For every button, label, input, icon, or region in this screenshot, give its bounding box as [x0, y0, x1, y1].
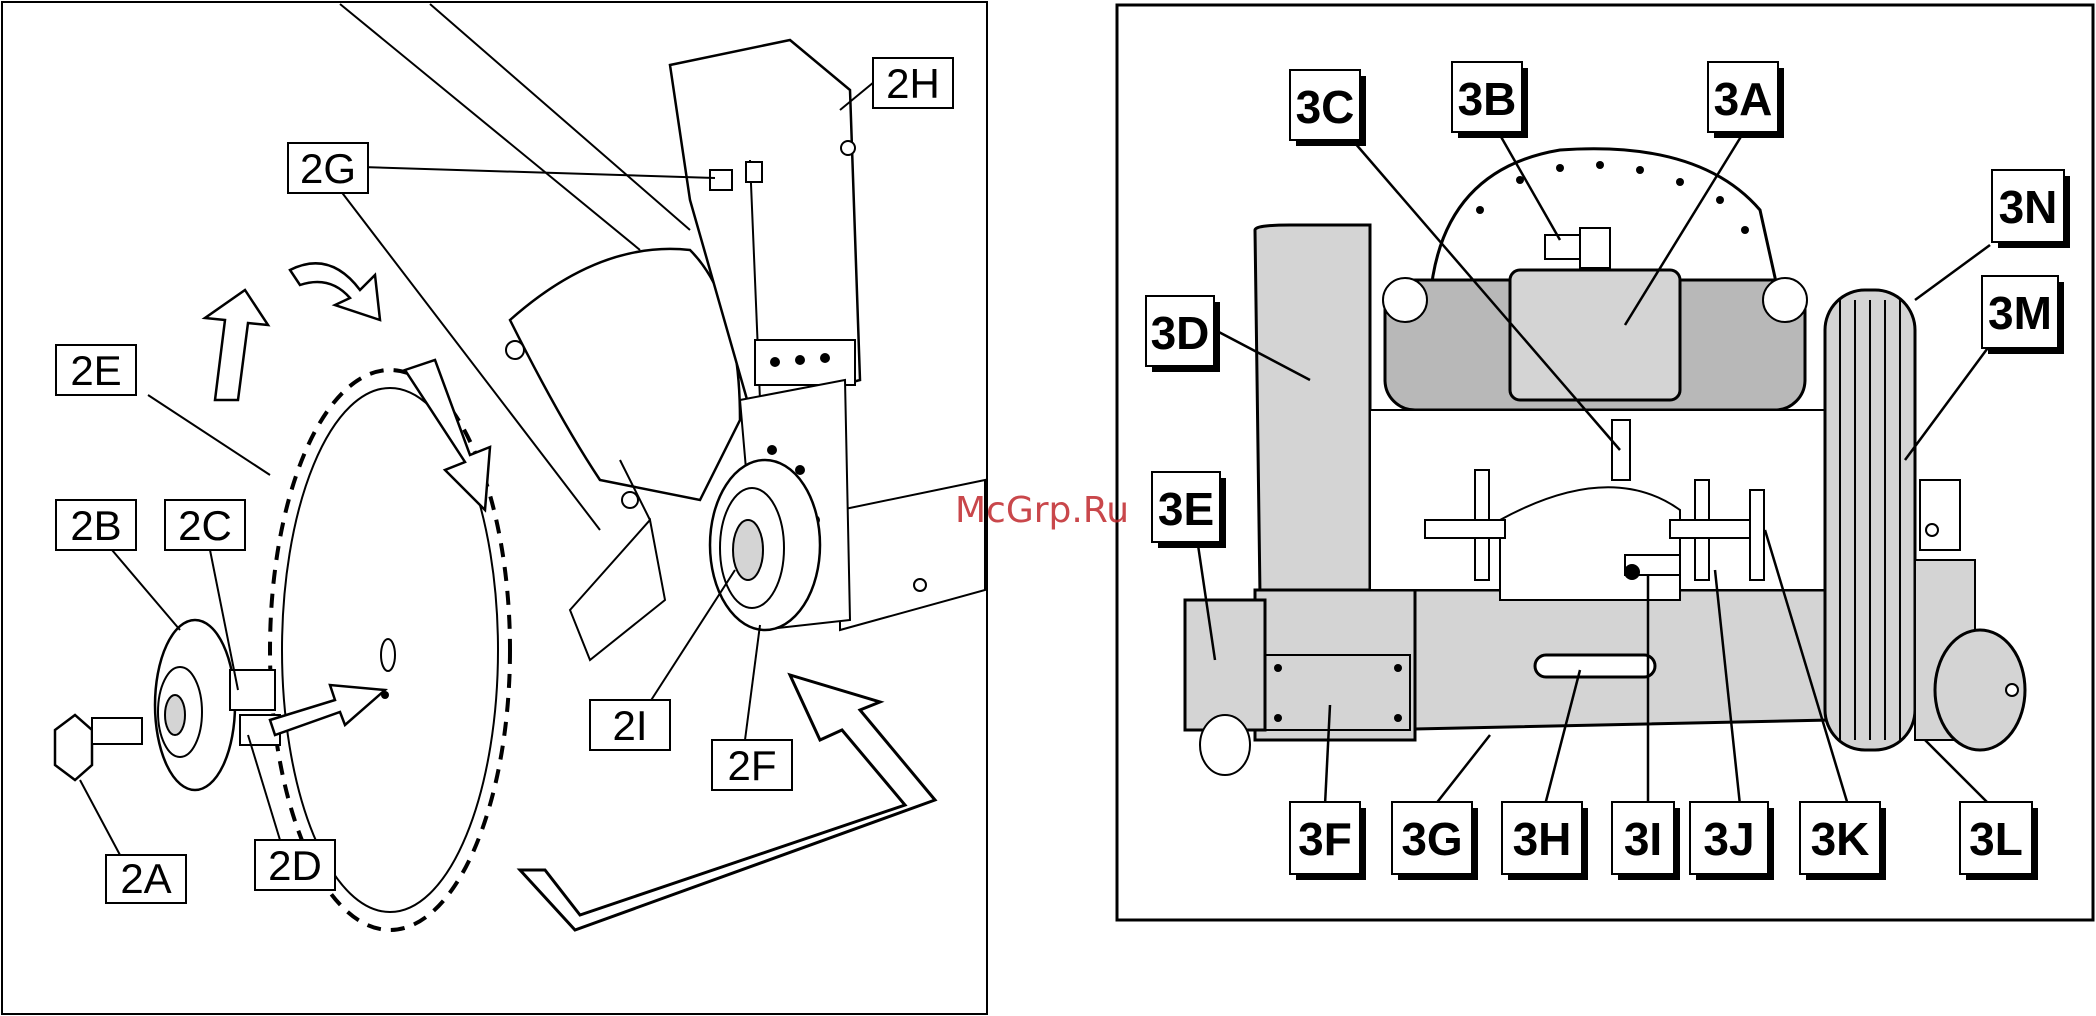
label-2D: 2D	[255, 840, 335, 890]
svg-text:3N: 3N	[1999, 181, 2058, 233]
label-2H: 2H	[873, 58, 953, 108]
label-2A: 2A	[106, 855, 186, 903]
mount-direction-arrow	[520, 675, 935, 930]
svg-text:3A: 3A	[1714, 73, 1773, 125]
svg-text:3F: 3F	[1298, 813, 1352, 865]
belt-pulley	[1825, 290, 1915, 750]
label-2B: 2B	[56, 500, 136, 550]
svg-text:2H: 2H	[886, 60, 940, 107]
svg-text:3J: 3J	[1703, 813, 1754, 865]
side-plate	[1265, 655, 1410, 730]
svg-text:2I: 2I	[612, 702, 647, 749]
spacer	[230, 670, 275, 710]
label-2G: 2G	[288, 143, 368, 193]
label-3E: 3E	[1152, 472, 1226, 548]
svg-text:3H: 3H	[1513, 813, 1572, 865]
blade-guard	[510, 249, 740, 500]
svg-text:2D: 2D	[268, 842, 322, 889]
label-2C: 2C	[165, 500, 245, 550]
svg-text:2E: 2E	[70, 347, 121, 394]
label-3J: 3J	[1690, 802, 1774, 880]
arbor-bolt	[55, 715, 142, 780]
watermark-text: McGrp.Ru	[955, 490, 1129, 531]
svg-text:3B: 3B	[1458, 73, 1517, 125]
front-box	[1185, 600, 1265, 730]
svg-text:3L: 3L	[1969, 813, 2023, 865]
label-3K: 3K	[1800, 802, 1886, 880]
label-3D: 3D	[1146, 296, 1220, 372]
svg-text:3I: 3I	[1624, 813, 1662, 865]
clamp-plate	[570, 520, 665, 660]
label-3M: 3M	[1982, 276, 2064, 354]
svg-text:3G: 3G	[1401, 813, 1462, 865]
label-3F: 3F	[1290, 802, 1366, 880]
svg-text:3M: 3M	[1988, 287, 2052, 339]
label-3N: 3N	[1992, 170, 2070, 248]
label-2F: 2F	[712, 740, 792, 790]
label-3B: 3B	[1452, 62, 1528, 138]
label-2E: 2E	[56, 345, 136, 395]
label-2I: 2I	[590, 700, 670, 750]
label-3H: 3H	[1502, 802, 1588, 880]
svg-text:2G: 2G	[300, 145, 356, 192]
svg-text:2C: 2C	[178, 502, 232, 549]
svg-text:2B: 2B	[70, 502, 121, 549]
label-3L: 3L	[1960, 802, 2038, 880]
svg-text:3C: 3C	[1296, 81, 1355, 133]
label-3A: 3A	[1708, 62, 1784, 138]
svg-text:3D: 3D	[1151, 307, 1210, 359]
figure-2: 2A 2B 2C 2D 2E 2F 2G 2H	[2, 2, 987, 1014]
svg-text:3E: 3E	[1158, 483, 1214, 535]
svg-text:3K: 3K	[1811, 813, 1870, 865]
rotation-arrow-curve	[290, 263, 380, 320]
label-3G: 3G	[1392, 802, 1478, 880]
svg-text:2A: 2A	[120, 855, 171, 902]
label-3C: 3C	[1290, 70, 1366, 146]
side-frame	[1255, 225, 1370, 595]
label-3I: 3I	[1612, 802, 1680, 880]
carry-handle	[1535, 655, 1655, 677]
figure-3: 3A 3B 3C 3D 3E 3F 3G	[1117, 5, 2093, 920]
svg-text:2F: 2F	[727, 742, 776, 789]
rotation-arrow-up	[205, 290, 268, 400]
